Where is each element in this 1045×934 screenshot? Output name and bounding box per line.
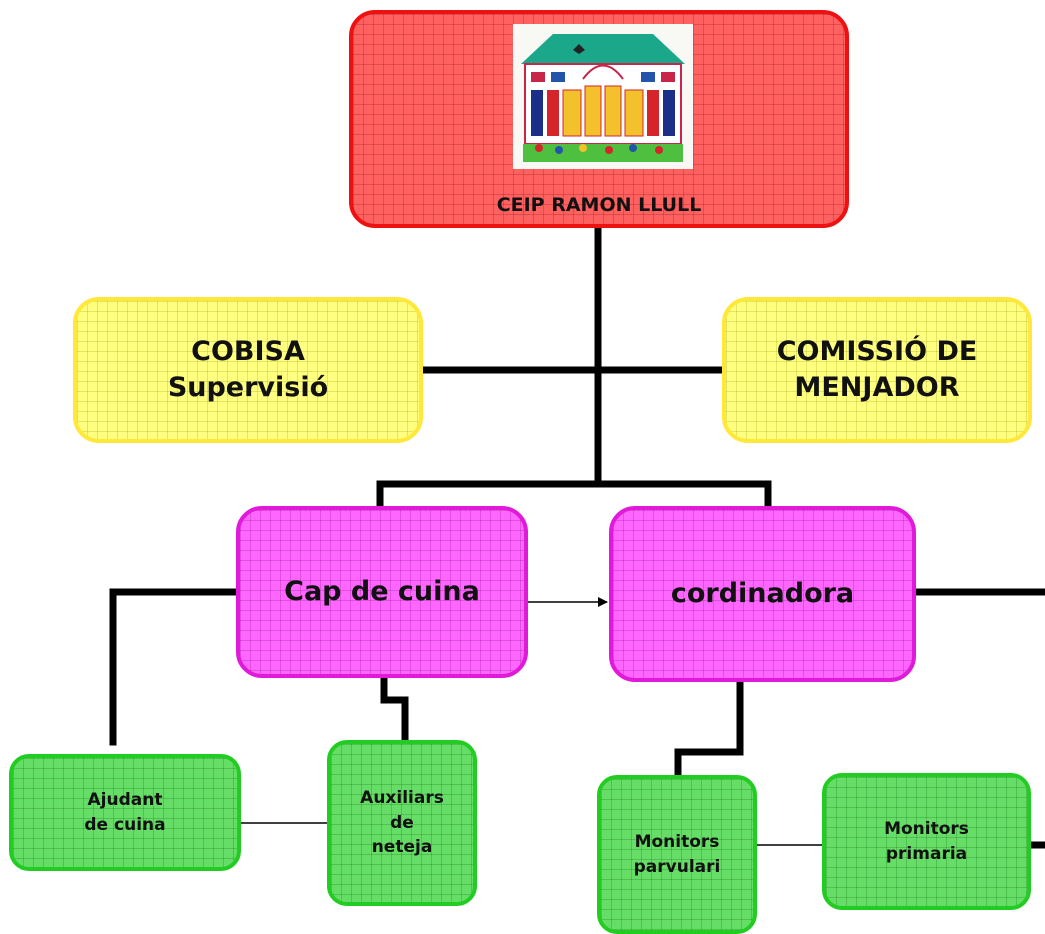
auxiliars-box: Auxiliars de neteja (327, 740, 477, 906)
auxiliars-line-1: Auxiliars (360, 788, 444, 809)
root-label: CEIP RAMON LLULL (496, 194, 702, 216)
cap-de-cuina-label: Cap de cuina (284, 575, 480, 607)
ajudant-line-1: Ajudant (87, 789, 163, 810)
cobisa-line-1: COBISA (191, 335, 305, 367)
school-logo (513, 24, 693, 169)
monitors-parvulari-box: Monitors parvulari (597, 775, 757, 934)
cobisa-box: COBISA Supervisió (73, 297, 423, 443)
comissio-box: COMISSIÓ DE MENJADOR (722, 297, 1032, 443)
parvulari-line-1: Monitors (634, 831, 720, 852)
cap-to-auxiliars-line (380, 672, 409, 746)
comissio-line-1: COMISSIÓ DE (776, 335, 978, 367)
auxiliars-line-2: de (390, 812, 414, 833)
ajudant-box: Ajudant de cuina (9, 754, 241, 871)
primaria-line-1: Monitors (884, 818, 969, 839)
parvulari-line-2: parvulari (633, 856, 721, 877)
monitors-primaria-box: Monitors primaria (822, 773, 1031, 910)
cordinadora-label: cordinadora (670, 577, 855, 609)
comissio-line-2: MENJADOR (794, 372, 960, 403)
cap-de-cuina-box: Cap de cuina (236, 506, 528, 678)
auxiliars-line-3: neteja (371, 837, 433, 858)
cobisa-line-2: Supervisió (167, 372, 329, 403)
cord-to-monitors-line (674, 676, 744, 782)
primaria-line-2: primaria (885, 843, 968, 864)
cordinadora-box: cordinadora (609, 506, 916, 682)
root-box: CEIP RAMON LLULL (349, 10, 849, 228)
ajudant-line-2: de cuina (84, 814, 166, 835)
manager-bar-line (376, 480, 772, 509)
cap-to-ajudant-line (109, 588, 242, 746)
